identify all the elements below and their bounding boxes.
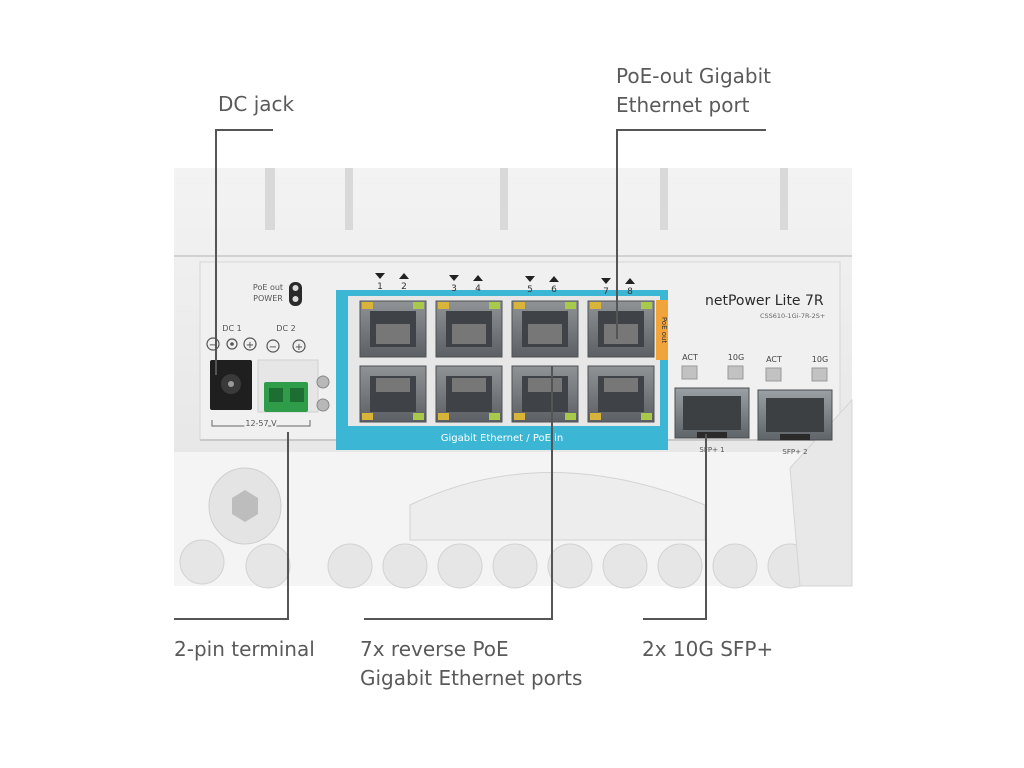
port-number-4: 4 <box>475 284 481 294</box>
ethernet-band-label: Gigabit Ethernet / PoE in <box>441 433 563 444</box>
rj45-port-4 <box>435 365 503 423</box>
sfp-cage-2 <box>757 389 833 441</box>
leader-poe-out-h <box>616 129 766 131</box>
dc2-label: DC 2 <box>276 324 295 333</box>
leader-terminal-v <box>287 432 289 620</box>
rj45-port-1 <box>359 300 427 358</box>
callout-dc-jack: DC jack <box>218 92 295 116</box>
led-window <box>289 282 302 306</box>
model-name: netPower Lite 7R <box>705 293 824 309</box>
sfp-led-lights <box>681 365 828 382</box>
sfp2-10g-label: 10G <box>812 355 828 364</box>
sfp1-10g-label: 10G <box>728 353 744 362</box>
port-number-3: 3 <box>451 284 457 294</box>
port-number-6: 6 <box>551 285 557 295</box>
leader-terminal-h <box>174 618 289 620</box>
sfp1-label: SFP+ 1 <box>699 446 724 454</box>
voltage-label: 12-57 V <box>245 419 277 428</box>
port-number-5: 5 <box>527 285 533 295</box>
leader-dc-jack-v <box>215 129 217 375</box>
rj45-port-3 <box>435 300 503 358</box>
dc1-label: DC 1 <box>222 324 241 333</box>
rj45-port-2 <box>359 365 427 423</box>
rj45-port-6 <box>511 365 579 423</box>
sfp-cage-1 <box>674 387 750 439</box>
callout-poe-out-port: PoE-out Gigabit Ethernet port <box>616 64 772 117</box>
callout-reverse-poe-ports: 7x reverse PoE Gigabit Ethernet ports <box>360 637 583 690</box>
port-arrow-icons <box>375 273 635 284</box>
svg-text:−: − <box>209 340 217 351</box>
leader-reverse-poe-h <box>364 618 553 620</box>
svg-text:−: − <box>269 342 277 353</box>
rj45-port-5 <box>511 300 579 358</box>
rj45-port-8 <box>587 365 655 423</box>
sfp1-act-label: ACT <box>682 353 698 362</box>
poe-out-led-label: PoE out <box>253 283 283 292</box>
leader-sfp-h <box>643 618 707 620</box>
port-number-1: 1 <box>377 282 383 292</box>
model-code: CSS610-1Gi-7R-2S+ <box>760 312 825 320</box>
callout-sfp-plus: 2x 10G SFP+ <box>642 637 774 661</box>
callout-2-pin-terminal: 2-pin terminal <box>174 637 315 661</box>
port-number-labels: 1 2 3 4 5 6 7 8 <box>377 282 633 297</box>
sfp2-label: SFP+ 2 <box>782 448 807 456</box>
leader-poe-out-v <box>616 129 618 339</box>
port-number-7: 7 <box>603 287 609 297</box>
port-number-2: 2 <box>401 282 407 292</box>
sfp2-act-label: ACT <box>766 355 782 364</box>
leader-sfp-v <box>705 434 707 620</box>
port-number-8: 8 <box>627 287 633 297</box>
leader-reverse-poe-v <box>551 366 553 620</box>
poe-out-tag: PoE out <box>660 317 668 344</box>
top-ribs <box>265 168 788 230</box>
leader-dc-jack-h <box>215 129 273 131</box>
svg-text:+: + <box>295 342 303 353</box>
rj45-port-7 <box>587 300 655 358</box>
power-led-label: POWER <box>253 294 283 303</box>
svg-text:+: + <box>246 340 254 351</box>
